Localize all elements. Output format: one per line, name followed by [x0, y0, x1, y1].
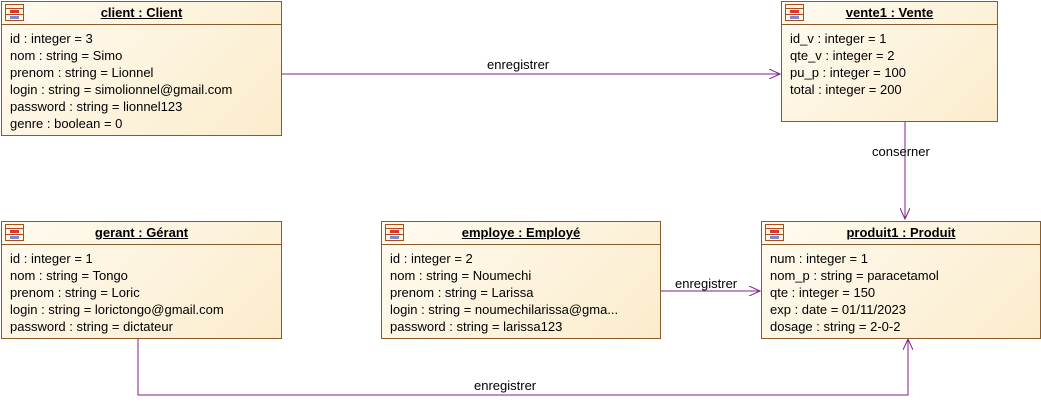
link-label-vente-produit: conserner — [872, 144, 930, 159]
attribute: prenom : string = Lionnel — [10, 65, 154, 80]
attribute: login : string = noumechilarissa@gma... — [390, 302, 619, 317]
uml-object-icon — [765, 224, 784, 241]
attribute-list: id : integer = 2 nom : string = Noumechi… — [382, 245, 660, 335]
attribute: nom : string = Noumechi — [390, 268, 532, 283]
object-gerant[interactable]: gerant : Gérant id : integer = 1 nom : s… — [1, 221, 282, 339]
attribute: id : integer = 3 — [10, 31, 93, 46]
attribute: password : string = larissa123 — [390, 319, 563, 334]
object-header: vente1 : Vente — [782, 2, 997, 25]
attribute: login : string = lorictongo@gmail.com — [10, 302, 224, 317]
attribute: dosage : string = 2-0-2 — [770, 319, 901, 334]
object-client[interactable]: client : Client id : integer = 3 nom : s… — [1, 1, 282, 136]
attribute: id : integer = 1 — [10, 251, 93, 266]
attribute: qte_v : integer = 2 — [790, 48, 895, 63]
object-title: vente1 : Vente — [845, 5, 934, 20]
attribute: password : string = lionnel123 — [10, 99, 183, 114]
object-title: produit1 : Produit — [846, 225, 956, 240]
link-gerant-produit — [137, 339, 908, 396]
attribute: genre : boolean = 0 — [10, 116, 123, 131]
object-produit1[interactable]: produit1 : Produit num : integer = 1 nom… — [761, 221, 1041, 339]
link-label-client-vente: enregistrer — [487, 57, 550, 72]
attribute: total : integer = 200 — [790, 82, 902, 97]
attribute: num : integer = 1 — [770, 251, 868, 266]
attribute: nom_p : string = paracetamol — [770, 268, 939, 283]
object-header: produit1 : Produit — [762, 222, 1040, 245]
attribute: prenom : string = Larissa — [390, 285, 534, 300]
object-title: client : Client — [100, 5, 183, 20]
object-employe[interactable]: employe : Employé id : integer = 2 nom :… — [381, 221, 661, 339]
object-header: client : Client — [2, 2, 281, 25]
uml-object-icon — [5, 4, 24, 21]
object-title: employe : Employé — [461, 225, 581, 240]
attribute: nom : string = Tongo — [10, 268, 128, 283]
attribute: prenom : string = Loric — [10, 285, 140, 300]
attribute: qte : integer = 150 — [770, 285, 876, 300]
attribute: password : string = dictateur — [10, 319, 173, 334]
uml-object-icon — [385, 224, 404, 241]
attribute: login : string = simolionnel@gmail.com — [10, 82, 233, 97]
attribute-list: num : integer = 1 nom_p : string = parac… — [762, 245, 1040, 335]
attribute-list: id : integer = 1 nom : string = Tongo pr… — [2, 245, 281, 335]
attribute: id_v : integer = 1 — [790, 31, 887, 46]
object-header: employe : Employé — [382, 222, 660, 245]
link-label-gerant-produit: enregistrer — [474, 378, 537, 393]
attribute: nom : string = Simo — [10, 48, 123, 63]
object-vente1[interactable]: vente1 : Vente id_v : integer = 1 qte_v … — [781, 1, 998, 122]
link-label-employe-produit: enregistrer — [675, 276, 738, 291]
object-header: gerant : Gérant — [2, 222, 281, 245]
object-title: gerant : Gérant — [94, 225, 189, 240]
attribute-list: id_v : integer = 1 qte_v : integer = 2 p… — [782, 25, 997, 98]
uml-object-icon — [785, 4, 804, 21]
attribute: exp : date = 01/11/2023 — [770, 302, 907, 317]
attribute: pu_p : integer = 100 — [790, 65, 907, 80]
uml-object-icon — [5, 224, 24, 241]
attribute-list: id : integer = 3 nom : string = Simo pre… — [2, 25, 281, 132]
attribute: id : integer = 2 — [390, 251, 473, 266]
